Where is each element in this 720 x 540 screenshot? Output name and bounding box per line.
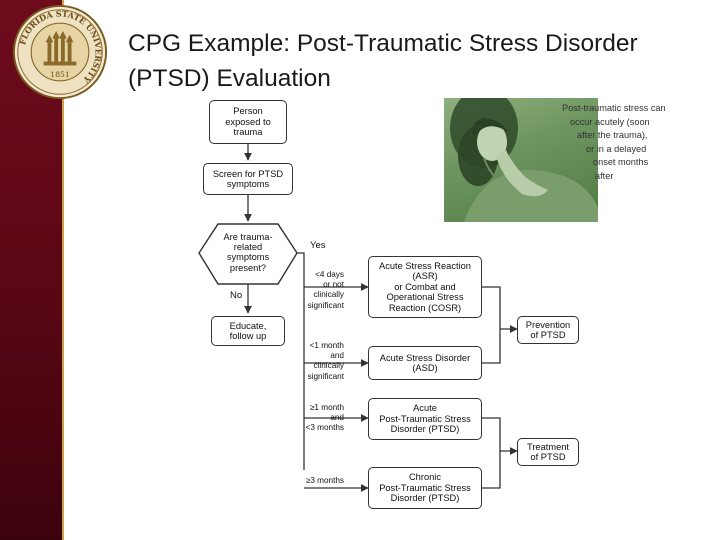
node-prevention: Prevention of PTSD	[517, 316, 579, 344]
node-treatment: Treatment of PTSD	[517, 438, 579, 466]
edge-yes-trunk	[297, 252, 305, 470]
caption-line-5: onset months	[593, 157, 649, 168]
university-seal-icon: FLORIDA STATE UNIVERSITY 1851	[12, 4, 108, 100]
node-asr: Acute Stress Reaction (ASR) or Combat an…	[368, 256, 482, 318]
photo-caption: Post-traumatic stress can occur acutely …	[560, 102, 710, 184]
caption-line-4: or in a delayed	[586, 143, 647, 154]
decision-hexagon	[198, 223, 298, 285]
node-decision-label: Are trauma- related symptoms present?	[223, 232, 273, 273]
caption-line-1: Post-traumatic stress can	[562, 103, 666, 113]
node-screen-ptsd: Screen for PTSD symptoms	[203, 163, 293, 195]
node-asd: Acute Stress Disorder (ASD)	[368, 346, 482, 380]
node-acute-ptsd: Acute Post-Traumatic Stress Disorder (PT…	[368, 398, 482, 440]
node-person-exposed: Person exposed to trauma	[209, 100, 287, 144]
seal-year: 1851	[50, 70, 70, 79]
caption-line-6: after	[595, 170, 614, 181]
caption-line-3: after the trauma),	[577, 130, 648, 141]
edge-ptsd-bracket	[482, 417, 501, 489]
edge-asr-asd-bracket	[482, 286, 501, 364]
node-educate: Educate, follow up	[211, 316, 285, 346]
node-chronic-ptsd: Chronic Post-Traumatic Stress Disorder (…	[368, 467, 482, 509]
condition-under-1-month: <1 month and clinically significant	[307, 341, 344, 381]
distressed-person-photo	[444, 98, 598, 222]
caption-line-2: occur acutely (soon	[570, 116, 650, 127]
branch-no-label: No	[230, 290, 243, 301]
sidebar-gold-rule	[62, 0, 64, 540]
condition-under-4-days: <4 days or not clinically significant	[307, 270, 344, 310]
slide-title: CPG Example: Post-Traumatic Stress Disor…	[128, 30, 638, 92]
condition-over-3-months: ≥3 months	[305, 476, 344, 485]
branch-yes-label: Yes	[310, 240, 326, 251]
condition-1-to-3-months: ≥1 month and <3 months	[305, 403, 344, 433]
